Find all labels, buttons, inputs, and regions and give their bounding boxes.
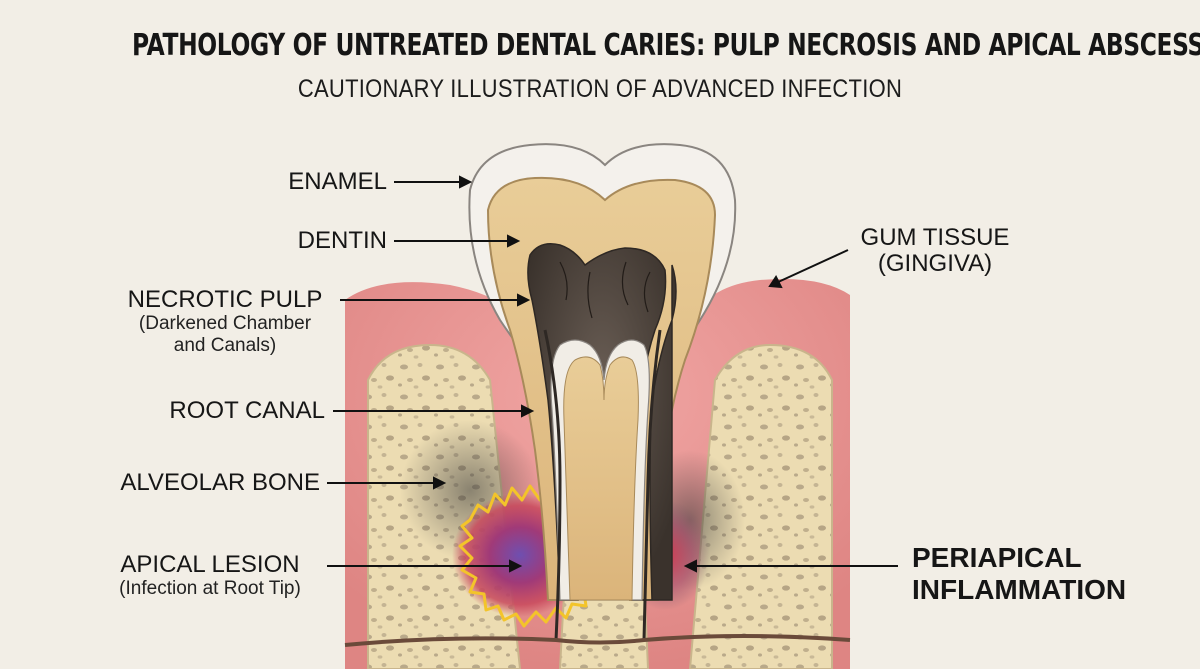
label-apical-lesion: APICAL LESION (Infection at Root Tip) <box>119 551 301 600</box>
label-periapical-inflammation: PERIAPICAL INFLAMMATION <box>912 542 1127 605</box>
page-subtitle: CAUTIONARY ILLUSTRATION OF ADVANCED INFE… <box>297 75 903 103</box>
label-enamel: ENAMEL <box>288 168 387 195</box>
page-title: PATHOLOGY OF UNTREATED DENTAL CARIES: PU… <box>132 28 1200 63</box>
label-alveolar-bone: ALVEOLAR BONE <box>120 469 320 496</box>
label-gum-tissue: GUM TISSUE (GINGIVA) <box>860 224 1010 277</box>
root-canal-left <box>543 329 562 641</box>
alveolar-bone-right <box>688 343 833 669</box>
nerve-vessel-line <box>344 634 851 647</box>
label-necrotic-pulp: NECROTIC PULP (Darkened Chamber and Cana… <box>127 286 323 357</box>
root-canal-right <box>642 329 662 641</box>
label-root-canal: ROOT CANAL <box>169 397 325 424</box>
label-dentin: DENTIN <box>297 227 387 254</box>
